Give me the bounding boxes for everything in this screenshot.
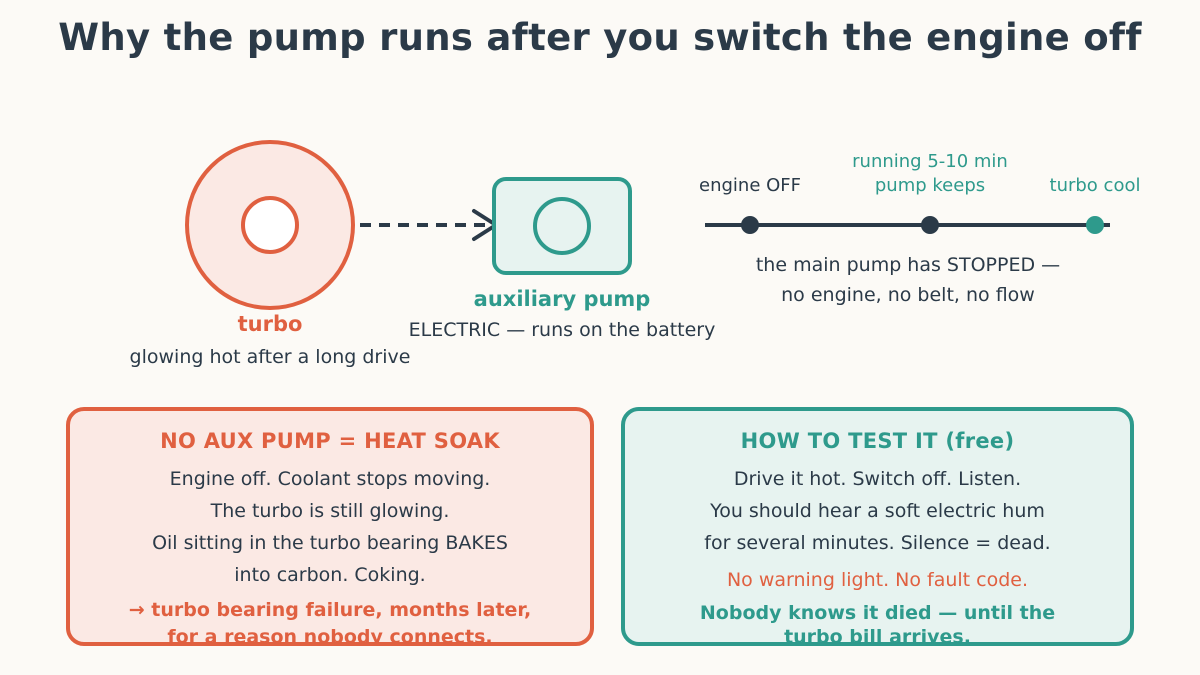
timeline-note: the main pump has STOPPED — no engine, n…	[700, 250, 1116, 310]
heat-soak-line: into carbon. Coking.	[234, 564, 426, 586]
test-card-title: HOW TO TEST IT (free)	[740, 429, 1015, 453]
heat-soak-line: The turbo is still glowing.	[210, 500, 450, 522]
timeline-label-engine-off: engine OFF	[699, 175, 801, 196]
turbo-label: turbo	[237, 312, 303, 336]
test-card-result: Nobody knows it died — until the turbo b…	[625, 601, 1130, 646]
test-line: You should hear a soft electric hum	[710, 500, 1045, 522]
test-card: HOW TO TEST IT (free) Drive it hot. Swit…	[621, 407, 1134, 646]
heat-soak-result: → turbo bearing failure, months later, f…	[70, 597, 590, 646]
page-title: Why the pump runs after you switch the e…	[58, 16, 1142, 59]
test-card-result-line1: Nobody knows it died — until the	[699, 602, 1056, 624]
heat-soak-card-title: NO AUX PUMP = HEAT SOAK	[160, 429, 500, 453]
timeline-label-turbo-cool: turbo cool	[1049, 175, 1141, 196]
timeline-label-pump-running-line2: pump keeps	[874, 175, 986, 196]
heat-soak-card: NO AUX PUMP = HEAT SOAK Engine off. Cool…	[66, 407, 594, 646]
heat-soak-result-line1: → turbo bearing failure, months later,	[128, 599, 532, 621]
test-line: for several minutes. Silence = dead.	[704, 532, 1051, 554]
timeline-note-line2: no engine, no belt, no flow	[781, 284, 1035, 306]
timeline-label-pump-running: running 5-10 min pump keeps	[820, 150, 1040, 198]
heat-soak-line: Engine off. Coolant stops moving.	[169, 468, 491, 490]
heat-soak-result-line2: for a reason nobody connects.	[167, 626, 493, 646]
aux-pump-label: auxiliary pump	[473, 287, 651, 311]
aux-pump-rotor	[533, 197, 591, 255]
heat-soak-card-body: Engine off. Coolant stops moving. The tu…	[70, 463, 590, 591]
test-card-warning: No warning light. No fault code.	[726, 569, 1029, 591]
aux-pump-subtitle: ELECTRIC — runs on the battery	[408, 319, 716, 341]
turbo-subtitle: glowing hot after a long drive	[129, 346, 411, 368]
test-card-result-line2: turbo bill arrives.	[784, 626, 971, 646]
timeline-point-pump-running	[921, 216, 939, 234]
test-card-body: Drive it hot. Switch off. Listen. You sh…	[625, 463, 1130, 559]
timeline-point-engine-off	[741, 216, 759, 234]
turbo-inner-circle	[241, 196, 299, 254]
timeline-point-turbo-cool	[1086, 216, 1104, 234]
timeline-note-line1: the main pump has STOPPED —	[755, 254, 1061, 276]
test-line: Drive it hot. Switch off. Listen.	[733, 468, 1022, 490]
heat-soak-line: Oil sitting in the turbo bearing BAKES	[152, 532, 508, 554]
timeline-label-pump-running-line1: running 5-10 min	[852, 151, 1008, 172]
